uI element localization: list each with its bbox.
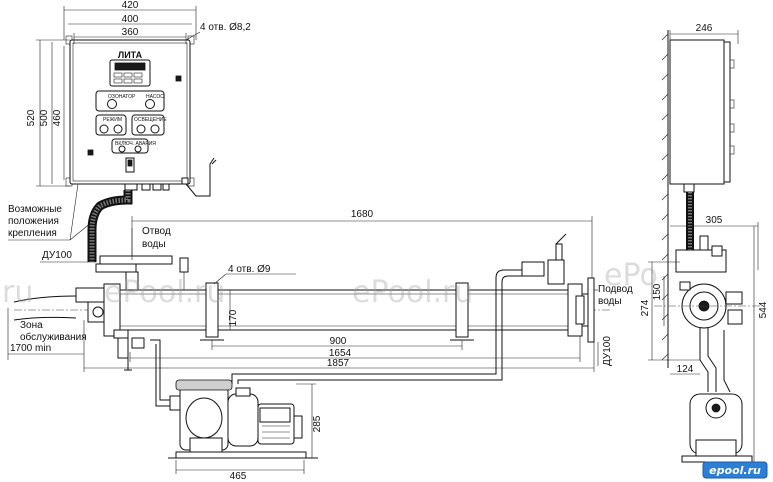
watermark: ru ePool.ru ePool.ru ePo [2, 258, 658, 310]
side-view [654, 30, 760, 463]
inlet-label-2: воды [598, 296, 622, 307]
du100-left: ДУ100 [42, 250, 72, 261]
panel-label-pump: НАСОС [146, 94, 164, 100]
ball-valve-icon [179, 257, 189, 273]
mount-positions-note: Возможные положения крепления [8, 183, 93, 241]
knob-icon [113, 124, 123, 134]
dim-246: 246 [696, 23, 713, 34]
pump-dimensions: 465 285 [175, 383, 323, 482]
dim-465: 465 [230, 471, 247, 482]
knob-icon [136, 124, 146, 134]
dim-305: 305 [706, 215, 723, 226]
outlet-label-1: Отвод [142, 226, 171, 237]
dim-544: 544 [758, 301, 769, 318]
dim-1654: 1654 [329, 348, 352, 359]
dim-124: 124 [677, 364, 694, 375]
mount-positions-line2: положения [8, 216, 59, 227]
dim-1680: 1680 [351, 209, 374, 220]
panel-label-ozonator: ОЗОНАТОР [108, 94, 136, 100]
lock-icon [87, 149, 94, 156]
mount-positions-line1: Возможные [8, 204, 62, 215]
pipe-flange-icon [587, 277, 595, 343]
watermark-left: ru [2, 275, 33, 310]
epool-badge-text: epool.ru [709, 464, 761, 477]
dim-400: 400 [122, 14, 139, 25]
holes-8-2-label: 4 отв. Ø8,2 [200, 22, 251, 33]
knob-icon [145, 99, 155, 109]
watermark-center-1: ePool.ru [104, 275, 225, 310]
dim-500: 500 [39, 109, 50, 126]
service-zone-line2: обслуживания [20, 331, 87, 343]
pump-icon [168, 379, 318, 459]
epool-badge: epool.ru [702, 461, 768, 479]
dim-170: 170 [228, 309, 239, 326]
dim-150: 150 [652, 283, 663, 300]
dim-285: 285 [312, 415, 323, 432]
knob-icon [99, 124, 109, 134]
panel-label-alarm: ВКЛЮЧ. АВАРИЯ [115, 141, 156, 147]
dim-460: 460 [52, 109, 63, 126]
dim-360: 360 [122, 27, 139, 38]
knob-icon [107, 99, 117, 109]
lock-icon [175, 75, 182, 82]
outlet-label-2: воды [142, 239, 166, 250]
holes-9-label: 4 отв. Ø9 [228, 264, 271, 275]
service-zone-line1: Зона [20, 320, 43, 331]
panel-label-light: ОСВЕЩЕНИЕ [134, 117, 167, 123]
corrugated-hose [87, 190, 133, 262]
mount-positions-line3: крепления [8, 228, 57, 239]
watermark-center-2: ePool.ru [352, 275, 473, 310]
ball-valve-icon [521, 261, 545, 277]
wall-hatch-icon [661, 33, 669, 361]
control-box-front: ЛИТА ОЗОНАТОР НАСОС РЕЖИМ ОСВЕЩЕНИЕ ВКЛЮ… [65, 35, 217, 197]
dim-1700min: 1700 min [10, 343, 51, 354]
dim-520: 520 [26, 109, 37, 126]
brand-label: ЛИТА [118, 50, 143, 60]
knob-icon [150, 124, 160, 134]
inlet-label-1: Подвод [598, 284, 633, 295]
watermark-right: ePo [604, 258, 658, 293]
main-dimensions: 1680 Отвод воды ДУ100 4 отв. Ø9 Подвод в… [7, 209, 633, 372]
dim-1857: 1857 [327, 358, 350, 369]
side-dimensions: 246 305 274 150 544 124 [640, 23, 769, 463]
uv-lamp-tube [13, 228, 612, 407]
dim-900: 900 [330, 336, 347, 347]
du100-right: ДУ100 [602, 336, 613, 366]
dim-420: 420 [122, 0, 139, 11]
front-dimensions: 420 400 360 4 отв. Ø8,2 520 500 460 [26, 0, 251, 187]
panel-label-mode: РЕЖИМ [103, 117, 122, 123]
dim-274: 274 [640, 299, 651, 316]
